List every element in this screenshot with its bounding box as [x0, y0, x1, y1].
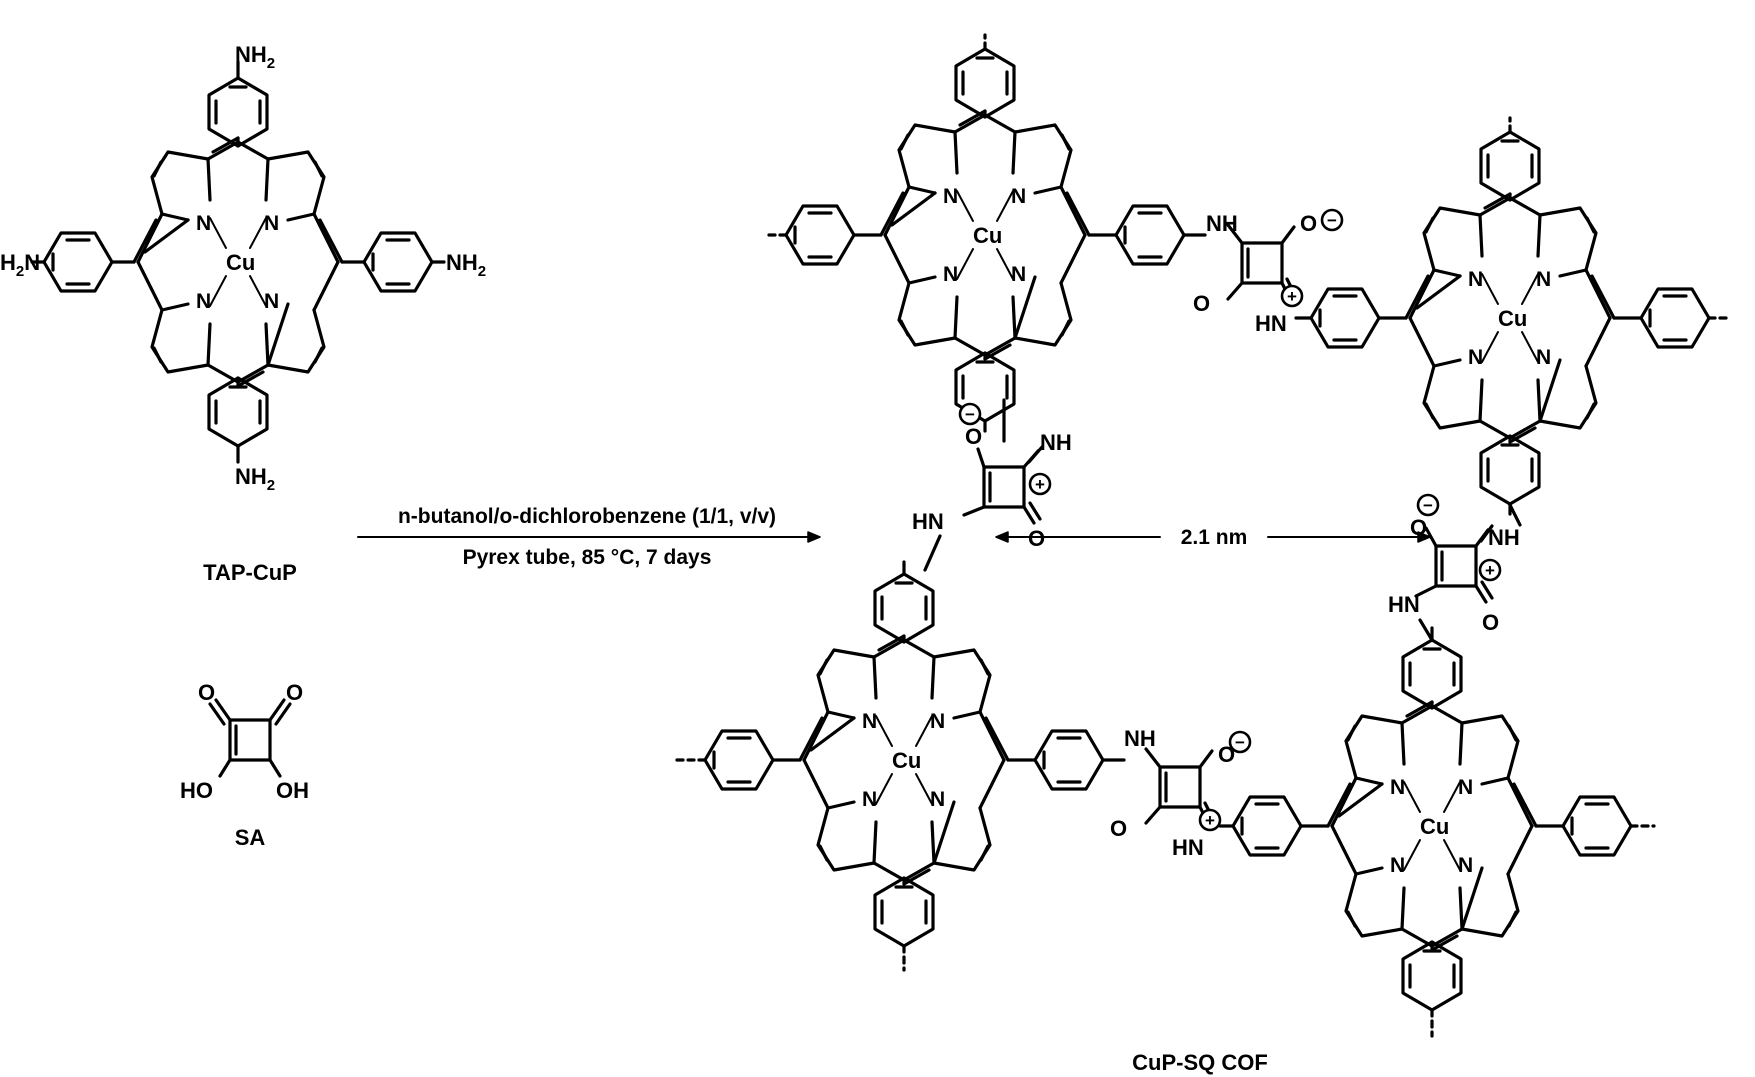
oxygen-label: O: [286, 680, 303, 705]
amine-nh-label: NH: [1206, 211, 1238, 236]
nitrogen-label: N: [1011, 185, 1026, 208]
oxygen-label: O: [965, 424, 982, 449]
negative-charge-sign: −: [1423, 496, 1433, 515]
negative-charge-icon: [1228, 730, 1252, 754]
cof-porphyrin-2: Cu N N N N: [1294, 116, 1732, 516]
negative-charge-sign: −: [1235, 733, 1245, 752]
amine-left-label: H2N: [0, 250, 40, 280]
oxygen-label: O: [1028, 526, 1045, 551]
cup-sq-cof-label: CuP-SQ COF: [1132, 1050, 1268, 1075]
tap-cup-molecule: Cu N N N N NH2 NH2 NH2 H2N: [0, 42, 486, 494]
nitrogen-label: N: [1390, 776, 1405, 799]
oxygen-label: O: [1110, 816, 1127, 841]
nitrogen-label: N: [930, 788, 945, 811]
positive-charge-sign: +: [1287, 287, 1297, 306]
amine-nh-label: NH: [1124, 726, 1156, 751]
nitrogen-label: N: [1536, 346, 1551, 369]
cof-porphyrin-3: Cu N N N N: [674, 560, 1126, 972]
pore-size-label: 2.1 nm: [1181, 526, 1248, 549]
nitrogen-label: N: [943, 185, 958, 208]
nitrogen-label: N: [264, 290, 279, 313]
iminium-hn-label: HN: [1255, 311, 1287, 336]
squaric-acid-molecule: O O HO OH: [180, 680, 309, 803]
negative-charge-icon: [1416, 493, 1440, 517]
nitrogen-label: N: [1458, 854, 1473, 877]
copper-label: Cu: [226, 250, 255, 275]
oxygen-label: O: [1482, 610, 1499, 635]
reaction-conditions-temperature: Pyrex tube, 85 °C, 7 days: [463, 546, 712, 569]
oxygen-label: O: [1300, 211, 1317, 236]
amine-bottom-label: NH2: [235, 464, 275, 494]
nitrogen-label: N: [1468, 268, 1483, 291]
amine-hn-label: HN: [912, 509, 944, 534]
nitrogen-label: N: [943, 263, 958, 286]
cof-porphyrin-4: Cu N N N N: [1218, 626, 1656, 1038]
positive-charge-sign: +: [1205, 811, 1215, 830]
sa-label: SA: [235, 825, 266, 850]
nitrogen-label: N: [1390, 854, 1405, 877]
positive-charge-icon: [1198, 808, 1222, 832]
positive-charge-sign: +: [1035, 475, 1045, 494]
tap-cup-label: TAP-CuP: [203, 560, 297, 585]
oxygen-label: O: [1193, 291, 1210, 316]
nitrogen-label: N: [196, 290, 211, 313]
nitrogen-label: N: [930, 710, 945, 733]
positive-charge-icon: [1028, 472, 1052, 496]
hydroxyl-label: OH: [276, 778, 309, 803]
positive-charge-sign: +: [1485, 561, 1495, 580]
cof-porphyrin-1: Cu N N N N: [763, 33, 1207, 433]
positive-charge-icon: [1478, 558, 1502, 582]
oxygen-label: O: [198, 680, 215, 705]
nitrogen-label: N: [1468, 346, 1483, 369]
nitrogen-label: N: [862, 710, 877, 733]
iminium-nh-label: NH: [1040, 430, 1072, 455]
iminium-hn-label: HN: [1172, 835, 1204, 860]
negative-charge-icon: [958, 402, 982, 426]
nitrogen-label: N: [1458, 776, 1473, 799]
positive-charge-icon: [1280, 284, 1304, 308]
nitrogen-label: N: [1011, 263, 1026, 286]
reaction-arrow: [357, 531, 821, 543]
nitrogen-label: N: [264, 212, 279, 235]
squaraine-linker-middle-left: [962, 445, 1044, 525]
nitrogen-label: N: [196, 212, 211, 235]
copper-label: Cu: [973, 223, 1002, 248]
copper-label: Cu: [1498, 306, 1527, 331]
reaction-conditions-solvent: n-butanol/o-dichlorobenzene (1/1, v/v): [398, 505, 776, 528]
amine-right-label: NH2: [446, 250, 486, 280]
nitrogen-label: N: [862, 788, 877, 811]
hydroxyl-label: HO: [180, 778, 213, 803]
amine-hn-label: HN: [1388, 592, 1420, 617]
amine-top-label: NH2: [235, 42, 275, 72]
nitrogen-label: N: [1536, 268, 1551, 291]
squaraine-linker-middle-right: [1414, 524, 1494, 604]
negative-charge-sign: −: [965, 405, 975, 424]
pore-distance-arrow: [995, 531, 1431, 543]
copper-label: Cu: [1420, 814, 1449, 839]
iminium-nh-label: NH: [1488, 525, 1520, 550]
negative-charge-sign: −: [1327, 211, 1337, 230]
negative-charge-icon: [1320, 208, 1344, 232]
copper-label: Cu: [892, 748, 921, 773]
